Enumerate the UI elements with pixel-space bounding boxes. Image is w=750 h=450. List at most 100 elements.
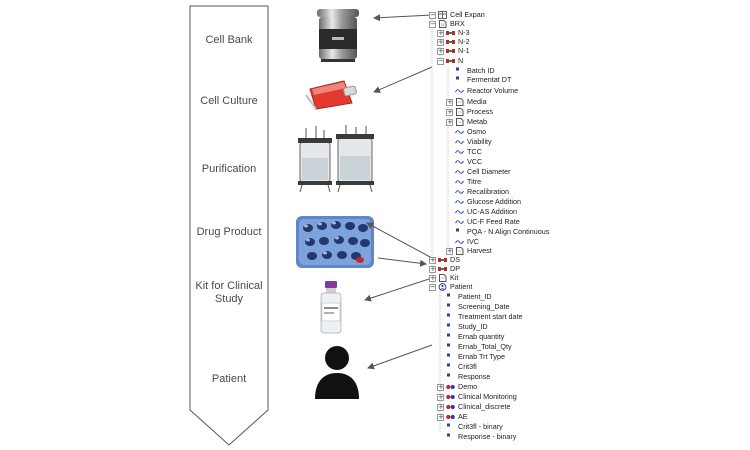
tree-node-response[interactable]: Response [446, 372, 490, 382]
tree-node-n-2[interactable]: + N-2 [437, 37, 470, 46]
blue-square-icon [446, 373, 455, 381]
document-icon [438, 274, 447, 282]
expand-toggle[interactable]: + [437, 412, 444, 421]
red-blue-node-icon [446, 383, 455, 391]
tree-node-ernab-total-qty[interactable]: Ernab_Total_Qty [446, 342, 512, 352]
expand-toggle[interactable]: + [446, 117, 453, 126]
blue-square-icon [446, 433, 455, 441]
expand-toggle[interactable]: + [437, 392, 444, 401]
tree-node-uc-as-addition[interactable]: UC-AS Addition [455, 207, 517, 217]
stage-label-drug-product: Drug Product [196, 226, 262, 238]
tree-node-ae[interactable]: + AE [437, 412, 468, 421]
red-green-node-icon [446, 47, 455, 55]
tree-node-media[interactable]: + Media [446, 97, 487, 106]
expand-toggle[interactable]: + [437, 402, 444, 411]
tree-node-harvest[interactable]: + Harvest [446, 246, 492, 255]
tree-node-process[interactable]: + Process [446, 107, 493, 116]
tree-node-treatment-start-date[interactable]: Treatment start date [446, 312, 522, 322]
blue-square-icon [446, 343, 455, 351]
tree-node-brx[interactable]: − BRX [429, 19, 465, 28]
tree-node-viability[interactable]: Viability [455, 137, 492, 147]
expand-toggle[interactable]: + [437, 382, 444, 391]
tree-node-recalibration[interactable]: Recalibration [455, 187, 509, 197]
stage-label-kit-for-clinical-study: Kit for Clinical Study [195, 280, 263, 305]
blue-square-icon [446, 423, 455, 431]
tree-node-ernab-quantity[interactable]: Ernab quantity [446, 332, 504, 342]
red-blue-node-icon [446, 393, 455, 401]
red-green-node-icon [446, 57, 455, 65]
collapse-toggle[interactable]: − [429, 10, 436, 19]
wave-icon [455, 128, 464, 136]
tree-node-study-id[interactable]: Study_ID [446, 322, 488, 332]
red-green-node-icon [438, 256, 447, 264]
vial-tray-icon [296, 216, 374, 268]
expand-toggle[interactable]: + [429, 273, 436, 282]
tree-node-cell-expan[interactable]: − Cell Expan [429, 10, 485, 19]
tree-node-osmo[interactable]: Osmo [455, 127, 486, 137]
tree-node-clinical-discrete[interactable]: + Clinical_discrete [437, 402, 511, 411]
tree-node-vcc[interactable]: VCC [455, 157, 482, 167]
blue-square-icon [455, 228, 464, 236]
expand-toggle[interactable]: + [429, 264, 436, 273]
blue-square-icon [446, 293, 455, 301]
tree-node-dp[interactable]: + DP [429, 264, 460, 273]
tree-node-kit[interactable]: + Kit [429, 273, 459, 282]
tree-node-patient-id[interactable]: Patient_ID [446, 292, 492, 302]
blue-square-icon [446, 313, 455, 321]
drug-vial-icon [320, 281, 342, 334]
tree-node-demo[interactable]: + Demo [437, 382, 478, 391]
tree-node-clinical-monitoring[interactable]: + Clinical Monitoring [437, 392, 517, 401]
tree-node-ernab-trt-type[interactable]: Ernab Trt Type [446, 352, 505, 362]
tree-node-crit3fl-binary[interactable]: Crit3fl - binary [446, 422, 503, 432]
tree-node-batch-id[interactable]: Batch ID [455, 66, 495, 76]
tree-node-tcc[interactable]: TCC [455, 147, 482, 157]
blue-square-icon [446, 353, 455, 361]
expand-toggle[interactable]: + [429, 255, 436, 264]
tree-node-screening-date[interactable]: Screening_Date [446, 302, 510, 312]
expand-toggle[interactable]: + [437, 37, 444, 46]
expand-toggle[interactable]: + [437, 28, 444, 37]
document-icon [438, 20, 447, 28]
wave-icon [455, 168, 464, 176]
bioreactor-icon [298, 125, 374, 193]
tree-node-cell-diameter[interactable]: Cell Diameter [455, 167, 511, 177]
collapse-toggle[interactable]: − [429, 19, 436, 28]
expand-toggle[interactable]: + [446, 107, 453, 116]
expand-toggle[interactable]: + [437, 46, 444, 55]
wave-icon [455, 198, 464, 206]
tree-node-fermentat-dt[interactable]: Fermentat DT [455, 75, 511, 85]
red-green-node-icon [446, 38, 455, 46]
wave-icon [455, 148, 464, 156]
tree-node-titre[interactable]: Titre [455, 177, 481, 187]
patient-icon [438, 283, 447, 291]
tree-node-crit3fl[interactable]: Crit3fl [446, 362, 477, 372]
tree-node-reactor-volume[interactable]: Reactor Volume [455, 86, 518, 96]
stage-label-cell-bank: Cell Bank [205, 34, 253, 46]
expand-toggle[interactable]: + [446, 246, 453, 255]
tree-node-ivc[interactable]: IVC [455, 237, 479, 247]
tree-node-n[interactable]: − N [437, 56, 464, 65]
tree-node-metab[interactable]: + Metab [446, 117, 487, 126]
collapse-toggle[interactable]: − [437, 56, 444, 65]
document-icon [455, 108, 464, 116]
tree-node-glucose-addition[interactable]: Glucose Addition [455, 197, 521, 207]
red-green-node-icon [438, 265, 447, 273]
tree-node-patient[interactable]: − Patient [429, 282, 473, 291]
red-green-node-icon [446, 29, 455, 37]
blue-square-icon [446, 363, 455, 371]
expand-toggle[interactable]: + [446, 97, 453, 106]
blue-square-icon [446, 303, 455, 311]
tree-node-response-binary[interactable]: Response - binary [446, 432, 516, 442]
wave-icon [455, 87, 464, 95]
tree-node-pqa-n-align-continuous[interactable]: PQA - N Align Continuous [455, 227, 549, 237]
tree-node-n-1[interactable]: + N-1 [437, 46, 470, 55]
tree-node-n-3[interactable]: + N-3 [437, 28, 470, 37]
person-silhouette-icon [315, 346, 359, 399]
tree-node-uc-f-feed-rate[interactable]: UC-F Feed Rate [455, 217, 520, 227]
tree-node-ds[interactable]: + DS [429, 255, 460, 264]
red-blue-node-icon [446, 403, 455, 411]
collapse-toggle[interactable]: − [429, 282, 436, 291]
